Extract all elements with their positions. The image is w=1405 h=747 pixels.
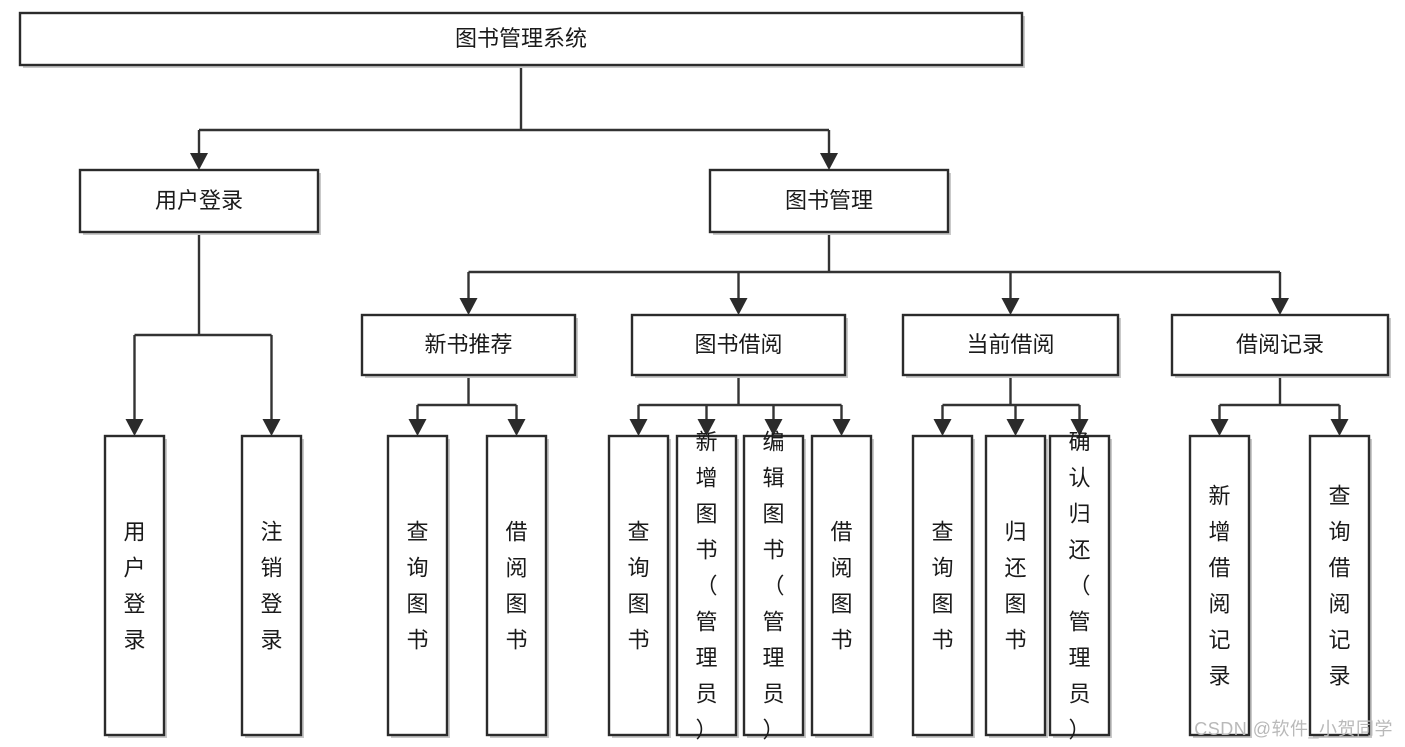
csdn-watermark: CSDN @软件_小贺同学 [1194,719,1393,739]
node-label: 查询借阅记录 [1328,484,1350,689]
arrow-head-icon [1001,298,1020,315]
arrow-head-icon [1210,419,1229,436]
node-label: 借阅图书 [505,520,527,653]
node-leaf-edit-book-admin[interactable]: 编辑图书（管理员） [742,430,806,743]
arrow-head-icon [933,419,952,436]
node-label: 查询图书 [406,520,428,653]
node-layer: 图书管理系统用户登录图书管理新书推荐图书借阅当前借阅借阅记录用户登录注销登录查询… [18,11,1391,743]
arrow-head-icon [190,153,208,170]
node-label: 编辑图书（管理员） [762,430,784,743]
arrow-head-icon [1006,419,1025,436]
node-label: 查询图书 [627,520,649,653]
node-leaf-query-borrow-record[interactable]: 查询借阅记录 [1308,434,1372,738]
node-label: 借阅图书 [830,520,852,653]
node-book-management[interactable]: 图书管理 [708,168,951,235]
node-leaf-borrow-book-borrow[interactable]: 借阅图书 [810,434,874,738]
node-label: 图书管理 [785,188,873,213]
arrow-head-icon [507,419,526,436]
arrow-head-icon [629,419,648,436]
arrow-head-icon [1330,419,1349,436]
arrow-head-icon [1271,298,1289,315]
node-label: 查询图书 [931,520,953,653]
node-label: 确认归还（管理员） [1068,430,1090,743]
node-label: 注销登录 [260,520,282,653]
arrow-head-icon [729,298,748,315]
node-label: 图书管理系统 [455,26,587,51]
node-leaf-logout-login[interactable]: 注销登录 [240,434,304,738]
node-label: 新书推荐 [424,332,512,357]
arrow-head-icon [1070,419,1089,436]
arrow-head-icon [697,419,716,436]
node-label: 图书借阅 [694,332,782,357]
node-leaf-confirm-return-admin[interactable]: 确认归还（管理员） [1048,430,1112,743]
connector-layer [125,65,1349,436]
arrow-head-icon [832,419,851,436]
node-label: 新增借阅记录 [1208,484,1230,689]
node-leaf-user-login[interactable]: 用户登录 [103,434,167,738]
node-current-borrow[interactable]: 当前借阅 [901,313,1121,378]
node-borrow-record[interactable]: 借阅记录 [1170,313,1391,378]
node-label: 用户登录 [123,520,145,653]
node-book-borrow[interactable]: 图书借阅 [630,313,848,378]
node-leaf-add-borrow-record[interactable]: 新增借阅记录 [1188,434,1252,738]
node-label: 新增图书（管理员） [695,430,717,743]
node-root-图书管理系统[interactable]: 图书管理系统 [18,11,1025,68]
arrow-head-icon [125,419,144,436]
node-leaf-return-book[interactable]: 归还图书 [984,434,1048,738]
arrow-head-icon [820,153,838,170]
arrow-head-icon [262,419,281,436]
node-label: 借阅记录 [1236,332,1324,357]
node-label: 用户登录 [155,188,243,213]
node-leaf-query-book-recommend[interactable]: 查询图书 [386,434,450,738]
node-label: 当前借阅 [966,332,1054,357]
arrow-head-icon [459,298,478,315]
node-leaf-borrow-book-recommend[interactable]: 借阅图书 [485,434,549,738]
node-leaf-add-book-admin[interactable]: 新增图书（管理员） [675,430,739,743]
arrow-head-icon [408,419,427,436]
arrow-head-icon [764,419,783,436]
node-new-book-recommend[interactable]: 新书推荐 [360,313,578,378]
node-user-login[interactable]: 用户登录 [78,168,321,235]
node-leaf-query-book-borrow[interactable]: 查询图书 [607,434,671,738]
node-leaf-query-book-current[interactable]: 查询图书 [911,434,975,738]
node-label: 归还图书 [1004,520,1026,653]
